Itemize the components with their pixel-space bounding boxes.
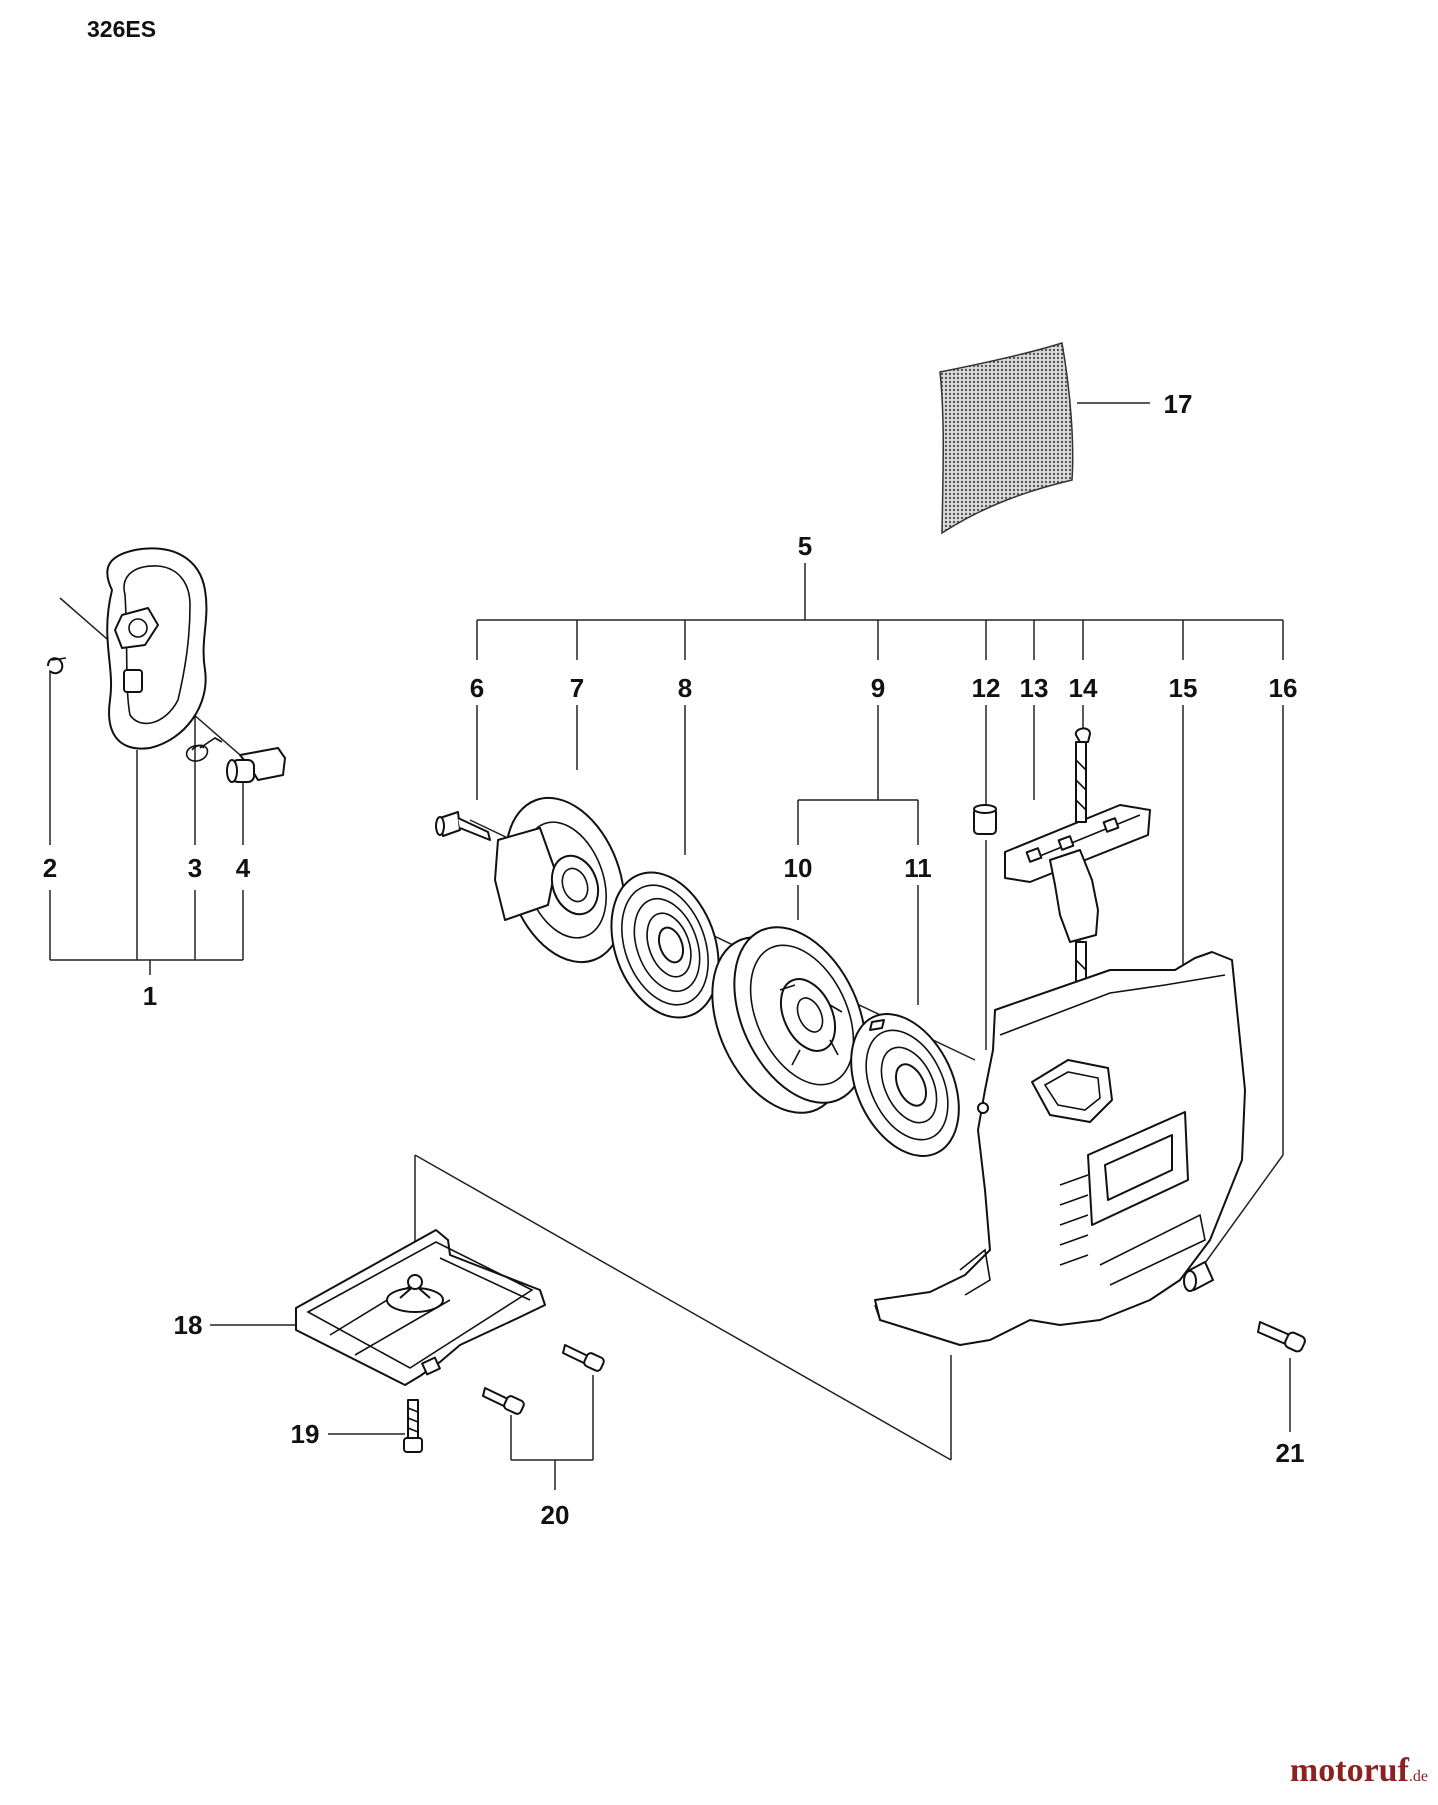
part-7-pulley xyxy=(494,796,626,964)
label-9: 9 xyxy=(871,673,885,703)
label-18: 18 xyxy=(174,1310,203,1340)
part-11-return-spring xyxy=(850,1013,960,1157)
label-5: 5 xyxy=(798,531,812,561)
label-16: 16 xyxy=(1269,673,1298,703)
label-8: 8 xyxy=(678,673,692,703)
part-21-bolt xyxy=(1257,1321,1306,1353)
part-12-bushing xyxy=(973,804,997,835)
label-20: 20 xyxy=(541,1500,570,1530)
part-labels: 1 2 3 4 5 6 7 8 9 10 11 12 13 14 15 16 1… xyxy=(43,389,1305,1530)
label-11: 11 xyxy=(904,853,932,883)
label-6: 6 xyxy=(470,673,484,703)
part-17-filter-mesh xyxy=(939,342,1074,535)
part-20-bolts xyxy=(482,1344,605,1415)
part-16-bushing xyxy=(1183,1261,1214,1292)
label-7: 7 xyxy=(570,673,584,703)
part-4-knob xyxy=(226,747,286,783)
label-19: 19 xyxy=(291,1419,320,1449)
part-13-starter-handle xyxy=(1004,804,1151,943)
label-12: 12 xyxy=(972,673,1001,703)
part-6-bolt xyxy=(435,811,491,841)
part-15-starter-housing xyxy=(874,951,1246,1346)
label-3: 3 xyxy=(188,853,202,883)
label-1: 1 xyxy=(143,981,157,1011)
part-10-rope-drum xyxy=(711,926,867,1114)
part-18-plate xyxy=(295,1229,546,1386)
part-8-spring xyxy=(610,871,720,1019)
part-3-spring xyxy=(185,737,223,762)
label-17: 17 xyxy=(1164,389,1193,419)
label-10: 10 xyxy=(784,853,813,883)
label-2: 2 xyxy=(43,853,57,883)
model-title: 326ES xyxy=(87,16,157,42)
watermark-logo: motoruf.de xyxy=(1289,1752,1428,1789)
part-19-bolt xyxy=(403,1399,423,1453)
label-13: 13 xyxy=(1020,673,1049,703)
label-4: 4 xyxy=(236,853,251,883)
leader-lines xyxy=(49,402,1291,1490)
part-1-cover-assembly xyxy=(106,547,208,750)
part-2-clip xyxy=(47,657,67,675)
label-14: 14 xyxy=(1069,673,1098,703)
label-21: 21 xyxy=(1276,1438,1305,1468)
label-15: 15 xyxy=(1169,673,1198,703)
